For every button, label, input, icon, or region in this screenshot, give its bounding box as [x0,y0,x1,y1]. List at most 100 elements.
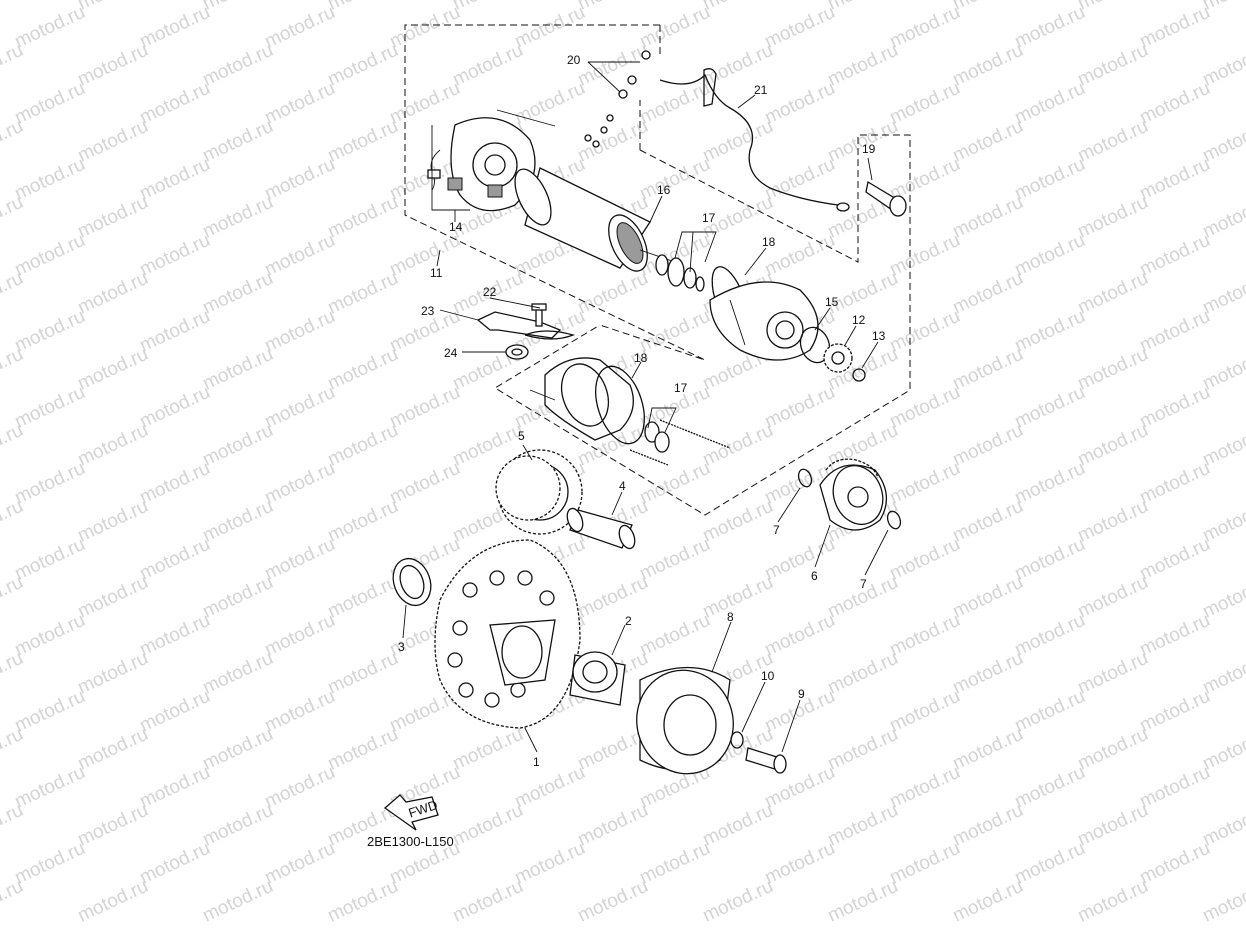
callout-16: 16 [657,183,671,197]
watermark-text: motod.ru [387,78,464,129]
watermark-text: motod.ru [262,458,339,509]
watermark-text: motod.ru [887,2,964,53]
watermark-text: motod.ru [137,382,214,433]
watermark-text: motod.ru [137,306,214,357]
watermark-text: motod.ru [75,192,152,243]
needle-bearing [569,651,626,706]
watermark-text: motod.ru [1137,382,1214,433]
watermark-text: motod.ru [700,496,777,547]
watermark-text: motod.ru [75,800,152,851]
watermark-text: motod.ru [950,0,1027,15]
watermark-text: motod.ru [1012,78,1089,129]
watermark-text: motod.ru [825,724,902,775]
watermark-text: motod.ru [637,154,714,205]
watermark-text: motod.ru [325,0,402,15]
assembly-boundaries [404,24,911,516]
watermark-text: motod.ru [200,192,277,243]
watermark-text: motod.ru [12,382,89,433]
watermark-text: motod.ru [450,0,527,15]
watermark-text: motod.ru [262,610,339,661]
watermark-text: motod.ru [12,762,89,813]
watermark-text: motod.ru [825,40,902,91]
watermark-text: motod.ru [1075,116,1152,167]
washers-7 [797,468,902,530]
shaft [566,507,636,550]
diagram-code: 2BE1300-L150 [367,834,454,849]
callout-1: 1 [533,755,540,769]
lead-wire [659,68,850,212]
watermark-text: motod.ru [575,572,652,623]
watermark-text: motod.ru [887,534,964,585]
watermark-text: motod.ru [762,154,839,205]
watermark-text: motod.ru [950,344,1027,395]
watermark-text: motod.ru [1075,192,1152,243]
watermark-text: motod.ru [512,78,589,129]
watermark-text: motod.ru [887,382,964,433]
watermark-text: motod.ru [950,724,1027,775]
watermark-text: motod.ru [1075,648,1152,699]
watermark-text: motod.ru [262,686,339,737]
watermark-text: motod.ru [387,382,464,433]
watermark-text: motod.ru [325,420,402,471]
watermark-text: motod.ru [575,268,652,319]
callout-7a: 7 [773,523,780,537]
watermark-text: motod.ru [1137,686,1214,737]
watermark-text: motod.ru [1137,2,1214,53]
watermark-text: motod.ru [75,0,152,15]
watermark-text: motod.ru [12,458,89,509]
watermark-text: motod.ru [950,268,1027,319]
watermark-text: motod.ru [762,534,839,585]
callout-23: 23 [421,304,435,318]
watermark-text: motod.ru [825,800,902,851]
watermark-text: motod.ru [12,610,89,661]
watermark-text: motod.ru [950,40,1027,91]
leader-lines [402,61,889,753]
watermark-text: motod.ru [1075,40,1152,91]
watermark-text: motod.ru [75,876,152,927]
clip [524,330,576,340]
watermark-text: motod.ru [12,230,89,281]
starter-motor-assembly [427,50,907,382]
watermark-text: motod.ru [762,610,839,661]
watermark-text: motod.ru [450,800,527,851]
watermark-text: motod.ru [887,458,964,509]
watermark-text: motod.ru [137,154,214,205]
watermark-text: motod.ru [12,686,89,737]
watermark-text: motod.ru [762,838,839,889]
idler-gear [495,449,583,535]
starter-clutch-gear [819,458,887,531]
watermark-text: motod.ru [200,40,277,91]
callout-4: 4 [619,479,626,493]
watermark-text: motod.ru [200,572,277,623]
callout-3: 3 [398,640,405,654]
watermark-text: motod.ru [950,192,1027,243]
watermark-text: motod.ru [575,800,652,851]
watermark-text: motod.ru [12,838,89,889]
callout-6: 6 [811,569,818,583]
watermark-text: motod.ru [1137,534,1214,585]
watermark-text: motod.ru [1075,344,1152,395]
watermark-text: motod.ru [450,724,527,775]
watermark-text: motod.ru [1012,762,1089,813]
watermark-text: motod.ru [950,876,1027,927]
watermark-text: motod.ru [75,40,152,91]
watermark-text: motod.ru [262,762,339,813]
watermark-text: motod.ru [1012,154,1089,205]
watermark-text: motod.ru [637,838,714,889]
ring [392,557,432,607]
watermark-text: motod.ru [325,648,402,699]
watermark-text: motod.ru [325,344,402,395]
watermark-text: motod.ru [700,572,777,623]
watermark-text: motod.ru [1012,382,1089,433]
watermark-text: motod.ru [75,420,152,471]
watermark-text: motod.ru [0,0,26,15]
washer-10 [730,731,744,749]
callout-11: 11 [430,266,443,280]
watermark-text: motod.ru [887,686,964,737]
watermark-text: motod.ru [200,496,277,547]
watermark-text: motod.ru [137,534,214,585]
watermark-text: motod.ru [950,800,1027,851]
watermark-text: motod.ru [75,724,152,775]
callout-2: 2 [625,614,632,628]
